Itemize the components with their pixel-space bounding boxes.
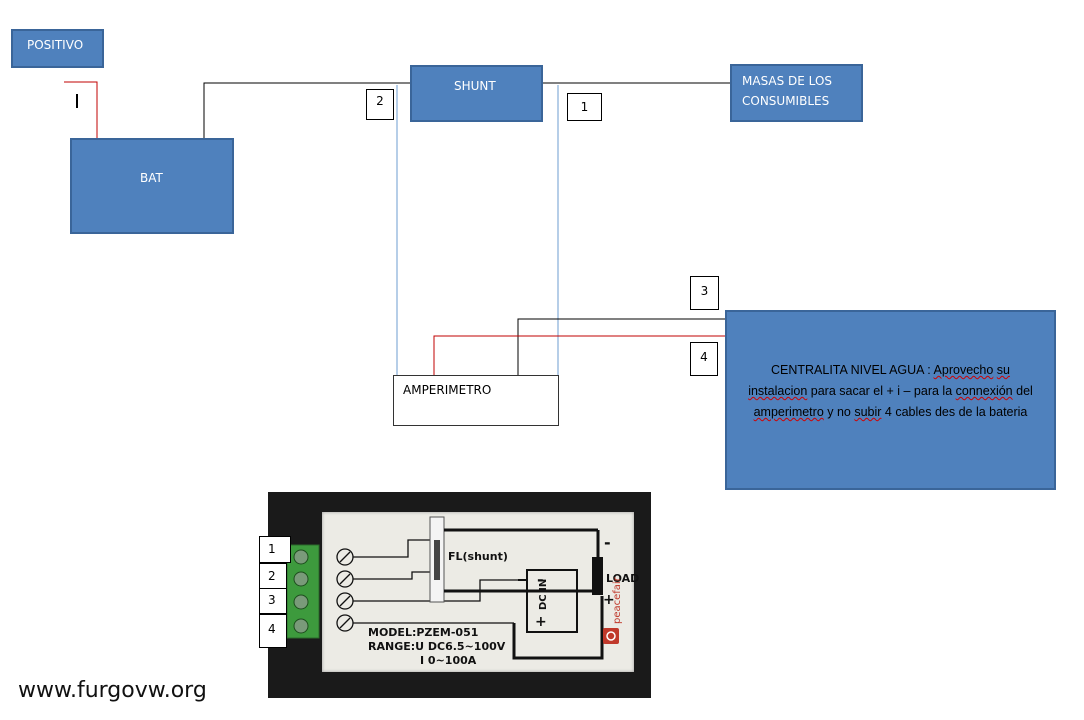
bat-box: BAT: [70, 138, 234, 234]
number-label-4: 4: [690, 342, 718, 376]
meter-terminal-tag-1: 1: [259, 536, 291, 563]
bat-label: BAT: [140, 171, 163, 185]
printed-wire-1: [353, 539, 436, 558]
terminal-screw-1: [293, 549, 309, 565]
terminal-screw-3: [293, 594, 309, 610]
centralita-text-4: su: [996, 363, 1010, 377]
dcin-minus-sign: -: [537, 570, 544, 589]
watermark: www.furgovw.org: [18, 678, 207, 703]
printed-terminal-1-slot: [339, 551, 351, 563]
dcin-plus-sign: +: [535, 614, 547, 630]
positivo-box: POSITIVO: [11, 29, 104, 68]
bat-to-shunt-wire: [203, 82, 411, 139]
brand-name: peacefair: [612, 577, 623, 624]
meter-terminal-tag-3: 3: [259, 588, 287, 614]
supply-wire-3: [517, 318, 726, 376]
masas-box: MASAS DE LOS CONSUMIBLES: [730, 64, 863, 122]
shunt-box: SHUNT: [410, 65, 543, 122]
terminal-screw-4: [293, 618, 309, 634]
centralita-text-1: CENTRALITA NIVEL AGUA :: [770, 363, 934, 377]
load-print-label: LOAD: [606, 572, 640, 585]
centralita-text-5: instalacion: [748, 384, 808, 398]
centralita-text-7: connexión: [955, 384, 1013, 398]
load-symbol: [592, 557, 603, 595]
number-label-3: 3: [690, 276, 719, 310]
current-line: I 0~100A: [420, 654, 477, 667]
amperimetro-box: AMPERIMETRO: [393, 375, 559, 426]
centralita-text-6: para sacar el + i – para la: [807, 384, 956, 398]
centralita-text-12: 4 cables des de la bateria: [881, 405, 1028, 419]
positivo-label: POSITIVO: [27, 38, 84, 52]
centralita-text-2: Aprovecho: [933, 363, 994, 377]
printed-wire-2: [353, 571, 436, 580]
centralita-description: CENTRALITA NIVEL AGUA : Aprovecho su inst…: [733, 360, 1048, 423]
dcin-print-label: DC IN: [538, 578, 549, 610]
dcin-plus-lead: [512, 596, 604, 660]
centralita-text-10: y no: [823, 405, 855, 419]
printed-terminal-3-slot: [339, 595, 351, 607]
meter-terminal-tag-2: 2: [259, 563, 287, 589]
masas-label-line2: CONSUMIBLES: [742, 94, 830, 108]
model-line: MODEL:PZEM-051: [368, 626, 479, 639]
masas-label-line1: MASAS DE LOS: [742, 74, 832, 88]
brand-logo-icon: [603, 628, 619, 644]
centralita-text-11: subir: [854, 405, 882, 419]
terminal-screw-2: [293, 571, 309, 587]
shunt-core: [434, 540, 440, 580]
shunt-label: SHUNT: [454, 79, 496, 93]
centralita-text-9: amperimetro: [753, 405, 824, 419]
load-plus-sign: +: [603, 592, 615, 608]
load-minus-sign: -: [604, 533, 611, 552]
dcin-box: [526, 569, 578, 633]
brand-logo-mark: [606, 631, 616, 641]
meter-terminal-tag-4: 4: [259, 614, 287, 648]
shunt-print-label: FL(shunt): [448, 550, 508, 563]
printed-terminal-2-slot: [339, 573, 351, 585]
number-label-2: 2: [366, 89, 394, 120]
number-label-1: 1: [567, 93, 602, 121]
centralita-box: CENTRALITA NIVEL AGUA : Aprovecho su inst…: [725, 310, 1056, 490]
supply-wire-4: [433, 335, 726, 376]
printed-terminal-4-slot: [339, 617, 351, 629]
centralita-text-8: del: [1012, 384, 1033, 398]
range-line: RANGE:U DC6.5~100V: [368, 640, 506, 653]
amperimetro-label: AMPERIMETRO: [403, 383, 492, 397]
